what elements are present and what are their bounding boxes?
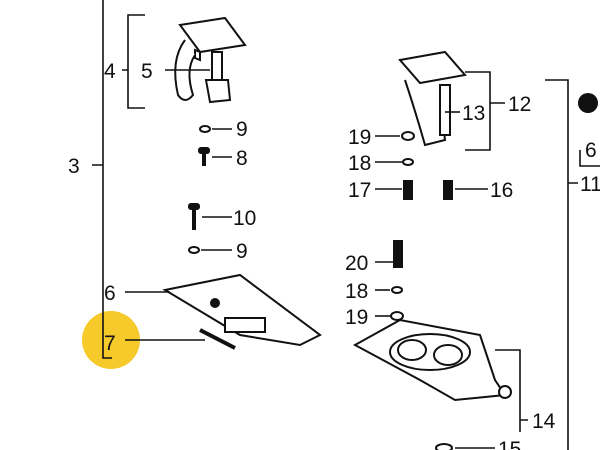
label-19a: 19	[348, 126, 371, 149]
label-16: 16	[490, 179, 513, 202]
bracket-3	[92, 0, 112, 359]
label-14: 14	[532, 410, 556, 433]
bolt-10	[188, 203, 200, 210]
label-18b: 18	[345, 280, 368, 303]
screw-8	[198, 147, 210, 154]
washer-9a	[199, 125, 211, 133]
label-9b: 9	[236, 240, 248, 263]
part-bracket-12	[398, 50, 505, 151]
label-7[interactable]: 7	[104, 332, 116, 355]
label-13: 13	[462, 102, 485, 125]
label-17: 17	[348, 179, 371, 202]
screw-17	[403, 180, 413, 200]
part-knob	[578, 93, 598, 113]
label-12: 12	[508, 93, 531, 116]
washer-19a	[401, 131, 415, 141]
washer-9b	[188, 246, 200, 254]
part-15	[435, 443, 453, 450]
bolt-20	[393, 240, 403, 268]
label-6: 6	[104, 282, 116, 305]
label-18a: 18	[348, 152, 371, 175]
screw-16	[443, 180, 453, 200]
label-11: 11	[580, 173, 600, 196]
bracket-4	[122, 14, 145, 109]
washer-18b	[391, 286, 403, 294]
label-5: 5	[141, 60, 153, 83]
label-4: 4	[104, 60, 116, 83]
label-20: 20	[345, 252, 368, 275]
label-3: 3	[68, 155, 80, 178]
label-10: 10	[233, 207, 256, 230]
part-plate-6	[125, 273, 322, 347]
label-15: 15	[498, 438, 521, 450]
label-6-right: 6	[585, 139, 597, 162]
bracket-11	[545, 79, 578, 450]
part-bracket-upper	[165, 16, 247, 104]
washer-18a	[402, 158, 414, 166]
label-8: 8	[236, 147, 248, 170]
highlight-marker[interactable]	[82, 311, 140, 369]
label-9a: 9	[236, 118, 248, 141]
label-19b: 19	[345, 306, 368, 329]
washer-19b	[390, 311, 404, 321]
pin-7	[199, 328, 236, 350]
part-housing-14	[352, 318, 528, 432]
